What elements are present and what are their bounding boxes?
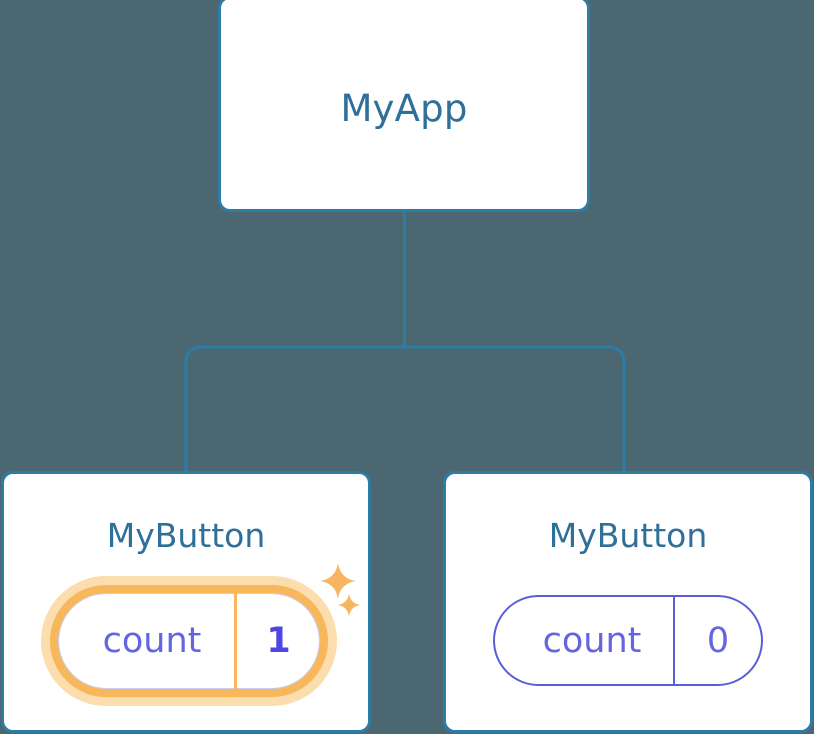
connector-branch-bar (184, 345, 626, 472)
node-title-mybutton-active: MyButton (106, 516, 266, 555)
node-card-myapp[interactable]: MyApp (218, 0, 590, 212)
state-pill-active[interactable]: count 1 (41, 566, 337, 716)
state-value-count-idle: 0 (673, 597, 761, 684)
sparkle-icon-large (320, 563, 356, 599)
state-pill-active-content: count 1 (58, 593, 320, 689)
state-pill-glow-halo (41, 576, 337, 706)
state-pill-idle[interactable]: count 0 (493, 595, 763, 686)
state-label-count-idle: count (542, 620, 642, 661)
sparkle-icon-small (337, 593, 361, 617)
state-label-count-active: count (102, 621, 202, 661)
state-pill-inner-outline (58, 593, 320, 689)
node-title-myapp: MyApp (340, 87, 468, 130)
state-value-count-active: 1 (234, 593, 320, 689)
node-title-mybutton-idle: MyButton (548, 516, 708, 555)
